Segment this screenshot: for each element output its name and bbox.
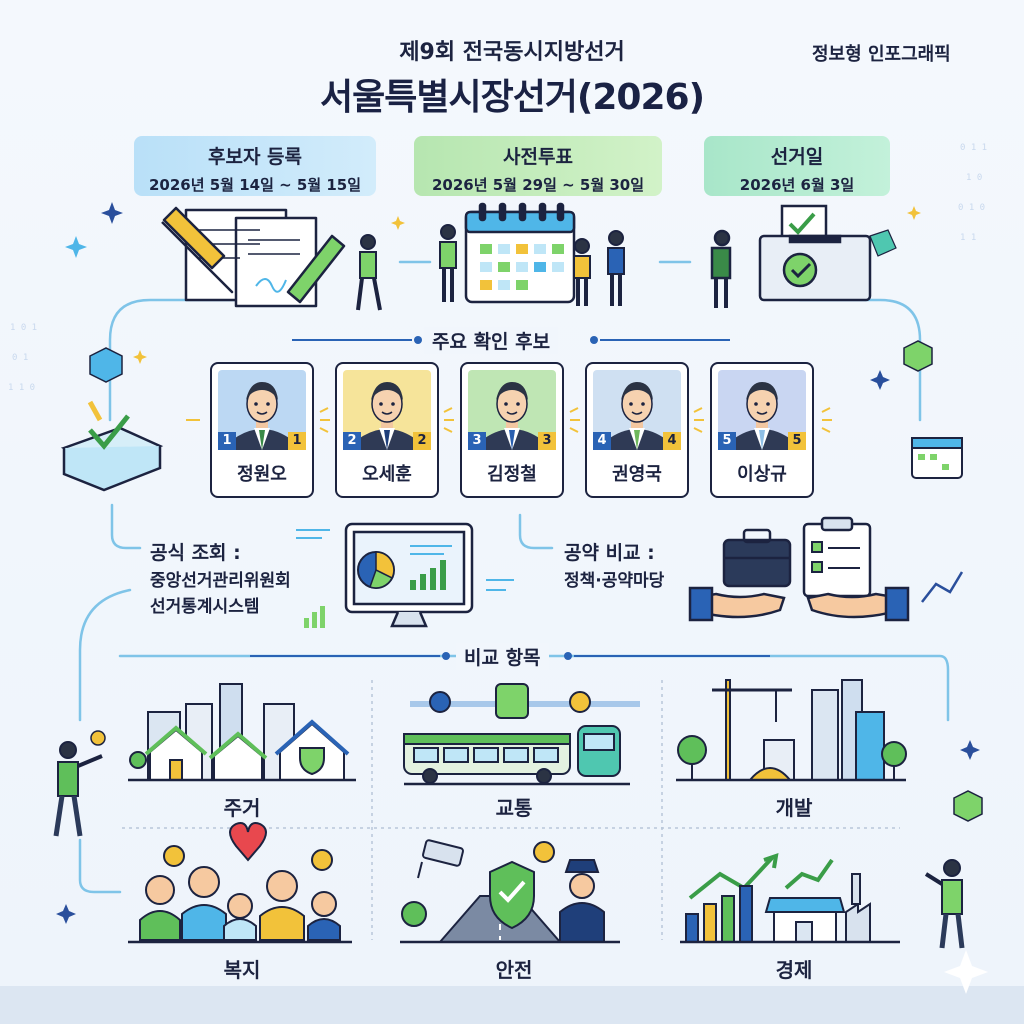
- svg-text:0 1 1: 0 1 1: [960, 143, 987, 153]
- category-economy: 경제: [775, 958, 813, 982]
- stage-title: 선거일: [770, 146, 824, 168]
- candidate-number: 3: [468, 432, 486, 450]
- official-lookup-title: 공식 조회 :: [150, 542, 241, 564]
- stage-election-day: 선거일 2026년 6월 3일: [704, 136, 890, 196]
- svg-text:0 1: 0 1: [12, 353, 28, 363]
- candidate-name: 권영국: [612, 464, 662, 485]
- pledge-compare-line1: 정책·공약마당: [564, 571, 665, 591]
- svg-text:1 0 1: 1 0 1: [10, 323, 37, 333]
- category-transport: 교통: [495, 796, 533, 820]
- stage-date: 2026년 5월 29일 ~ 5월 30일: [431, 176, 645, 194]
- stage-title: 사전투표: [503, 146, 573, 168]
- candidate-name: 오세훈: [362, 464, 412, 485]
- stage-candidate-registration: 후보자 등록 2026년 5월 14일 ~ 5월 15일: [134, 136, 376, 196]
- pledge-compare-title: 공약 비교 :: [564, 542, 655, 564]
- svg-text:1 1 0: 1 1 0: [8, 383, 35, 393]
- election-title: 서울특별시장선거(2026): [319, 77, 705, 118]
- official-lookup-line2: 선거통계시스템: [150, 597, 260, 617]
- official-lookup-line1: 중앙선거관리위원회: [150, 571, 291, 591]
- stage-date: 2026년 5월 14일 ~ 5월 15일: [148, 176, 362, 194]
- compare-section-label: 비교 항목: [456, 643, 549, 670]
- category-development: 개발: [775, 796, 813, 820]
- candidate-name: 이상규: [737, 464, 787, 485]
- candidate-name: 김정철: [487, 464, 537, 485]
- svg-text:0 1 0: 0 1 0: [958, 203, 985, 213]
- candidate-number-badge: 2: [413, 432, 431, 450]
- svg-text:1 0: 1 0: [966, 173, 982, 183]
- candidate-number-badge: 4: [663, 432, 681, 450]
- candidate-number: 4: [593, 432, 611, 450]
- candidate-number-badge: 5: [788, 432, 806, 450]
- stage-early-voting: 사전투표 2026년 5월 29일 ~ 5월 30일: [414, 136, 662, 196]
- category-welfare: 복지: [223, 958, 261, 982]
- candidate-number-badge: 1: [288, 432, 306, 450]
- candidate-number: 5: [718, 432, 736, 450]
- category-safety: 안전: [495, 958, 533, 982]
- candidates-section-label: 주요 확인 후보: [424, 327, 559, 354]
- candidate-number-badge: 3: [538, 432, 556, 450]
- candidate-number: 1: [218, 432, 236, 450]
- stage-date: 2026년 6월 3일: [739, 176, 855, 194]
- svg-text:1 1: 1 1: [960, 233, 976, 243]
- stage-title: 후보자 등록: [207, 146, 302, 168]
- category-housing: 주거: [223, 796, 261, 820]
- candidate-number: 2: [343, 432, 361, 450]
- candidate-name: 정원오: [237, 464, 287, 485]
- infographic-tag: 정보형 인포그래픽: [812, 44, 951, 65]
- election-subtitle: 제9회 전국동시지방선거: [399, 40, 625, 65]
